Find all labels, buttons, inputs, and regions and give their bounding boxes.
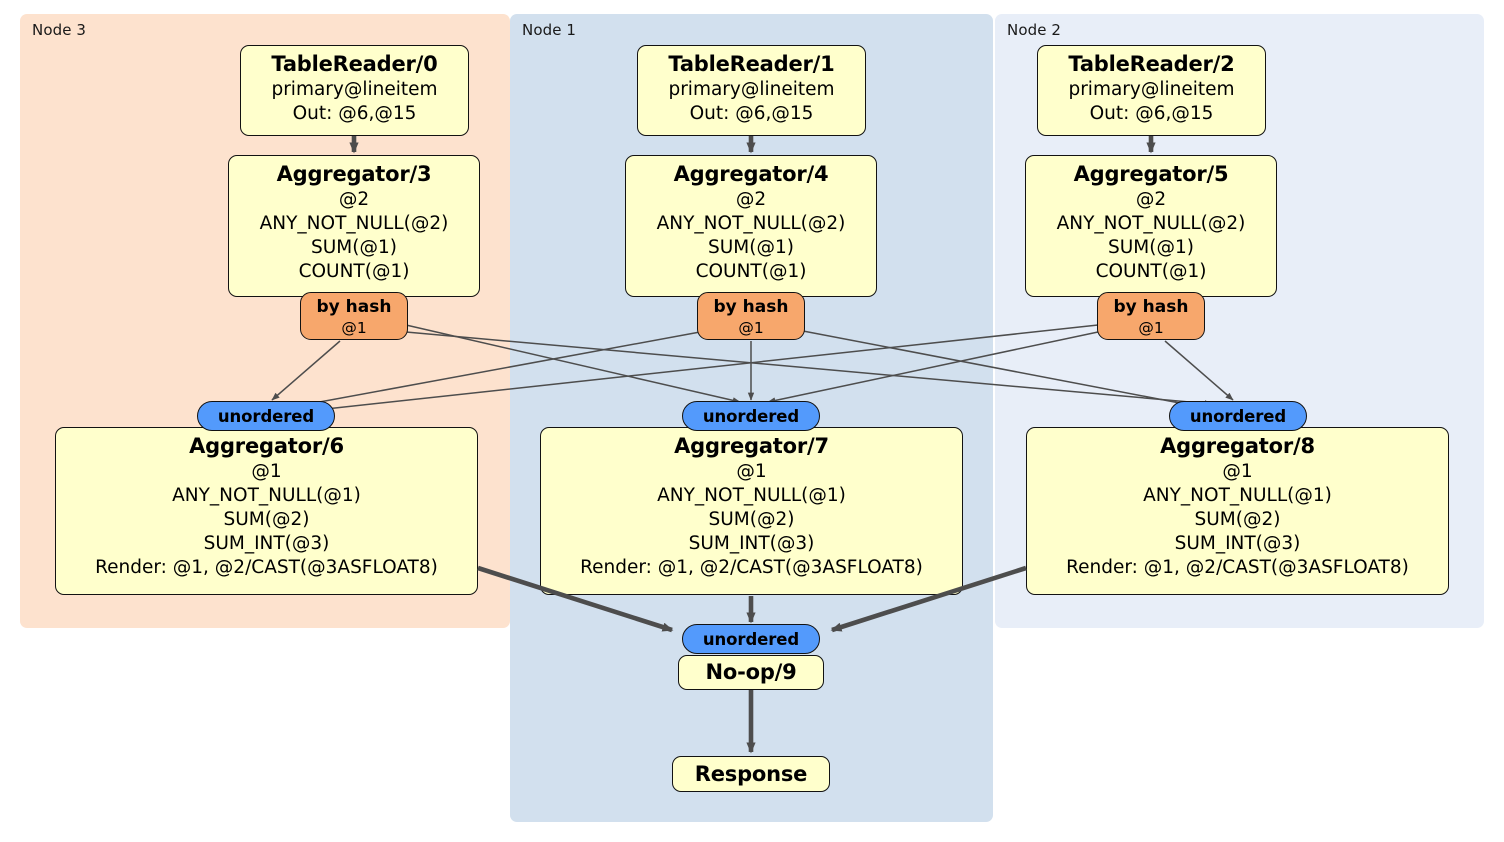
router-unordered-right[interactable]: unordered	[1169, 401, 1307, 431]
processor-title: Aggregator/8	[1160, 434, 1315, 458]
processor-line: ANY_NOT_NULL(@2)	[1056, 212, 1246, 234]
processor-aggregator-4[interactable]: Aggregator/4 @2 ANY_NOT_NULL(@2) SUM(@1)…	[625, 155, 877, 297]
processor-line: SUM_INT(@3)	[688, 532, 815, 554]
processor-line: SUM(@1)	[1108, 236, 1194, 258]
processor-line: SUM(@2)	[1194, 508, 1281, 530]
region-node-3-label: Node 3	[32, 21, 87, 39]
processor-aggregator-7[interactable]: Aggregator/7 @1 ANY_NOT_NULL(@1) SUM(@2)…	[540, 427, 963, 595]
processor-tablereader-1[interactable]: TableReader/1 primary@lineitem Out: @6,@…	[637, 45, 866, 136]
processor-title: TableReader/1	[668, 52, 835, 76]
processor-line: ANY_NOT_NULL(@2)	[656, 212, 846, 234]
router-sublabel: @1	[341, 319, 367, 338]
processor-line: @1	[1222, 460, 1253, 482]
router-label: unordered	[217, 406, 315, 426]
router-label: by hash	[1113, 297, 1189, 317]
processor-aggregator-8[interactable]: Aggregator/8 @1 ANY_NOT_NULL(@1) SUM(@2)…	[1026, 427, 1449, 595]
processor-title: TableReader/2	[1068, 52, 1235, 76]
processor-title: No-op/9	[705, 660, 797, 685]
processor-line: @1	[736, 460, 767, 482]
router-unordered-mid[interactable]: unordered	[682, 401, 820, 431]
processor-line: SUM(@1)	[311, 236, 397, 258]
processor-line: primary@lineitem	[271, 78, 438, 100]
processor-line: SUM(@2)	[708, 508, 795, 530]
processor-line: primary@lineitem	[668, 78, 835, 100]
router-by-hash-right[interactable]: by hash @1	[1097, 292, 1205, 340]
processor-line: COUNT(@1)	[1095, 260, 1207, 282]
router-by-hash-mid[interactable]: by hash @1	[697, 292, 805, 340]
processor-aggregator-3[interactable]: Aggregator/3 @2 ANY_NOT_NULL(@2) SUM(@1)…	[228, 155, 480, 297]
processor-title: TableReader/0	[271, 52, 438, 76]
processor-line: ANY_NOT_NULL(@1)	[1143, 484, 1332, 506]
router-sublabel: @1	[738, 319, 764, 338]
router-by-hash-left[interactable]: by hash @1	[300, 292, 408, 340]
processor-line: Render: @1, @2/CAST(@3ASFLOAT8)	[95, 556, 438, 578]
processor-line: @2	[338, 188, 370, 210]
processor-aggregator-5[interactable]: Aggregator/5 @2 ANY_NOT_NULL(@2) SUM(@1)…	[1025, 155, 1277, 297]
processor-line: Out: @6,@15	[689, 102, 814, 124]
processor-line: SUM_INT(@3)	[1174, 532, 1301, 554]
region-node-2-label: Node 2	[1007, 21, 1062, 39]
processor-line: Out: @6,@15	[1089, 102, 1214, 124]
router-label: unordered	[702, 406, 800, 426]
processor-line: @2	[1135, 188, 1167, 210]
processor-title: Aggregator/3	[276, 162, 432, 186]
router-label: unordered	[702, 629, 800, 649]
router-unordered-left[interactable]: unordered	[197, 401, 335, 431]
router-sublabel: @1	[1138, 319, 1164, 338]
processor-line: primary@lineitem	[1068, 78, 1235, 100]
router-label: by hash	[713, 297, 789, 317]
processor-title: Aggregator/7	[674, 434, 829, 458]
processor-line: SUM(@2)	[223, 508, 310, 530]
processor-response[interactable]: Response	[672, 756, 830, 792]
processor-line: SUM_INT(@3)	[203, 532, 330, 554]
processor-title: Aggregator/4	[673, 162, 829, 186]
router-label: by hash	[316, 297, 392, 317]
processor-title: Response	[694, 761, 808, 786]
processor-noop-9[interactable]: No-op/9	[678, 655, 824, 690]
processor-line: Render: @1, @2/CAST(@3ASFLOAT8)	[1066, 556, 1409, 578]
processor-aggregator-6[interactable]: Aggregator/6 @1 ANY_NOT_NULL(@1) SUM(@2)…	[55, 427, 478, 595]
processor-title: Aggregator/5	[1073, 162, 1229, 186]
processor-line: COUNT(@1)	[298, 260, 410, 282]
processor-line: Out: @6,@15	[292, 102, 417, 124]
processor-line: ANY_NOT_NULL(@2)	[259, 212, 449, 234]
processor-line: @2	[735, 188, 767, 210]
processor-line: @1	[251, 460, 282, 482]
router-unordered-final[interactable]: unordered	[682, 624, 820, 654]
region-node-1-label: Node 1	[522, 21, 577, 39]
processor-title: Aggregator/6	[189, 434, 344, 458]
router-label: unordered	[1189, 406, 1287, 426]
processor-line: ANY_NOT_NULL(@1)	[172, 484, 361, 506]
processor-line: ANY_NOT_NULL(@1)	[657, 484, 846, 506]
processor-line: COUNT(@1)	[695, 260, 807, 282]
processor-tablereader-2[interactable]: TableReader/2 primary@lineitem Out: @6,@…	[1037, 45, 1266, 136]
processor-line: SUM(@1)	[708, 236, 794, 258]
processor-line: Render: @1, @2/CAST(@3ASFLOAT8)	[580, 556, 923, 578]
processor-tablereader-0[interactable]: TableReader/0 primary@lineitem Out: @6,@…	[240, 45, 469, 136]
